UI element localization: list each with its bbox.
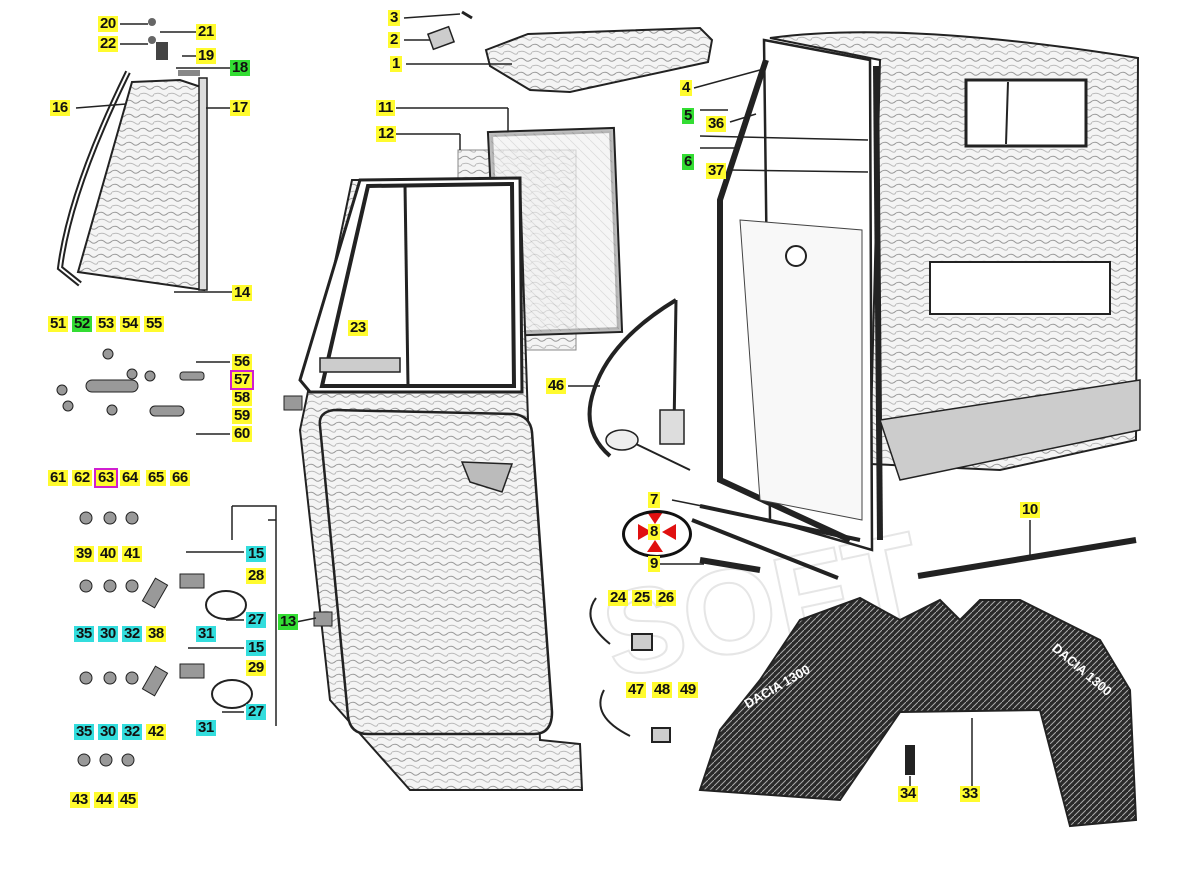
callout-66[interactable]: 66: [170, 469, 190, 486]
callout-6[interactable]: 6: [682, 153, 694, 170]
leader-lines: [75, 13, 1031, 790]
callout-32-lower[interactable]: 32: [122, 723, 142, 740]
cab-body-shell: [717, 31, 1141, 552]
callout-20[interactable]: 20: [98, 15, 118, 32]
callout-17[interactable]: 17: [230, 99, 250, 116]
callout-63[interactable]: 63: [94, 468, 118, 488]
callout-19[interactable]: 19: [196, 47, 216, 64]
callout-25[interactable]: 25: [632, 589, 652, 606]
callout-18[interactable]: 18: [230, 59, 250, 76]
callout-65[interactable]: 65: [146, 469, 166, 486]
callout-35-lower[interactable]: 35: [74, 723, 94, 740]
sun-visor: [426, 10, 714, 94]
callout-55[interactable]: 55: [144, 315, 164, 332]
callout-42[interactable]: 42: [146, 723, 166, 740]
hardware-parts: [56, 348, 671, 767]
callout-58[interactable]: 58: [232, 389, 252, 406]
callout-30-lower[interactable]: 30: [98, 723, 118, 740]
callout-21[interactable]: 21: [196, 23, 216, 40]
callout-51[interactable]: 51: [48, 315, 68, 332]
callout-22[interactable]: 22: [98, 35, 118, 52]
callout-26[interactable]: 26: [656, 589, 676, 606]
callout-46[interactable]: 46: [546, 377, 566, 394]
callout-12[interactable]: 12: [376, 125, 396, 142]
callout-49[interactable]: 49: [678, 681, 698, 698]
callout-36[interactable]: 36: [706, 115, 726, 132]
callout-9[interactable]: 9: [648, 555, 660, 572]
callout-13[interactable]: 13: [278, 613, 298, 630]
callout-27-lower[interactable]: 27: [246, 703, 266, 720]
callout-35-upper[interactable]: 35: [74, 625, 94, 642]
callout-54[interactable]: 54: [120, 315, 140, 332]
callout-27-upper[interactable]: 27: [246, 611, 266, 628]
callout-15-lower[interactable]: 15: [246, 639, 266, 656]
sill-strips: [691, 504, 1137, 580]
callout-1[interactable]: 1: [390, 55, 402, 72]
callout-52[interactable]: 52: [72, 315, 92, 332]
callout-40[interactable]: 40: [98, 545, 118, 562]
callout-44[interactable]: 44: [94, 791, 114, 808]
quarter-window: [56, 18, 208, 292]
callout-45[interactable]: 45: [118, 791, 138, 808]
callout-5[interactable]: 5: [682, 107, 694, 124]
callout-32-upper[interactable]: 32: [122, 625, 142, 642]
callout-61[interactable]: 61: [48, 469, 68, 486]
callout-8[interactable]: 8: [648, 523, 660, 540]
callout-28[interactable]: 28: [246, 567, 266, 584]
callout-10[interactable]: 10: [1020, 501, 1040, 518]
door-assembly: [283, 176, 584, 791]
callout-57[interactable]: 57: [230, 370, 254, 390]
callout-34[interactable]: 34: [898, 785, 918, 802]
callout-38[interactable]: 38: [146, 625, 166, 642]
callout-59[interactable]: 59: [232, 407, 252, 424]
callout-4[interactable]: 4: [680, 79, 692, 96]
callout-64[interactable]: 64: [120, 469, 140, 486]
callout-56[interactable]: 56: [232, 353, 252, 370]
callout-11[interactable]: 11: [376, 99, 395, 116]
callout-39[interactable]: 39: [74, 545, 94, 562]
floor-mat: DACIA 1300 DACIA 1300: [698, 596, 1138, 828]
callout-16[interactable]: 16: [50, 99, 70, 116]
callout-7[interactable]: 7: [648, 491, 660, 508]
callout-43[interactable]: 43: [70, 791, 90, 808]
callout-3[interactable]: 3: [388, 9, 400, 26]
callout-15-upper[interactable]: 15: [246, 545, 266, 562]
callout-60[interactable]: 60: [232, 425, 252, 442]
callout-41[interactable]: 41: [122, 545, 142, 562]
callout-62[interactable]: 62: [72, 469, 92, 486]
callout-24[interactable]: 24: [608, 589, 628, 606]
callout-48[interactable]: 48: [652, 681, 672, 698]
callout-30-upper[interactable]: 30: [98, 625, 118, 642]
callout-23[interactable]: 23: [348, 319, 368, 336]
callout-14[interactable]: 14: [232, 284, 252, 301]
callout-31-lower[interactable]: 31: [196, 719, 216, 736]
callout-31-upper[interactable]: 31: [196, 625, 216, 642]
callout-37[interactable]: 37: [706, 162, 726, 179]
callout-47[interactable]: 47: [626, 681, 646, 698]
callout-53[interactable]: 53: [96, 315, 116, 332]
callout-2[interactable]: 2: [388, 31, 400, 48]
callout-33[interactable]: 33: [960, 785, 980, 802]
callout-29[interactable]: 29: [246, 659, 266, 676]
